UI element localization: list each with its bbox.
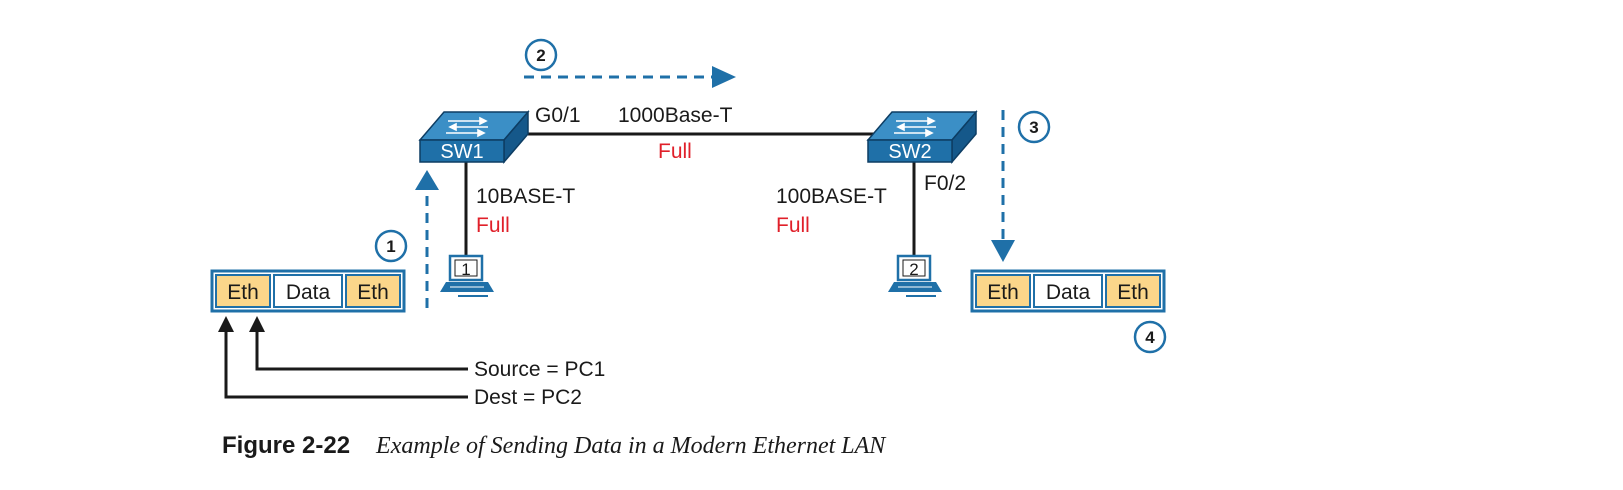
pc1-duplex-label: Full <box>476 214 510 237</box>
trunk-port-label: G0/1 <box>535 104 581 127</box>
eth-trailer-cell <box>345 274 401 308</box>
step3-arrowhead <box>991 240 1015 262</box>
source-label: Source = PC1 <box>474 358 605 381</box>
source-pointer <box>249 316 468 371</box>
pc2-number: 2 <box>909 260 918 279</box>
dest-label: Dest = PC2 <box>474 386 582 409</box>
switch-sw2: SW2 <box>866 109 978 165</box>
step-3-badge: 3 <box>1017 110 1051 144</box>
figure-caption: Figure 2-22 Example of Sending Data in a … <box>222 432 885 460</box>
svg-text:Eth: Eth <box>987 281 1019 304</box>
step-2-badge: 2 <box>524 38 558 72</box>
sw1-label: SW1 <box>440 141 483 163</box>
switch-arrows-icon <box>894 116 936 138</box>
svg-text:Eth: Eth <box>227 281 259 304</box>
step-1-badge: 1 <box>374 229 408 263</box>
pc1-speed-label: 10BASE-T <box>476 185 575 208</box>
step2-arrowhead <box>712 66 736 88</box>
frame-right: Eth Data Eth <box>970 269 1166 313</box>
pc2: 2 <box>888 254 942 297</box>
sw2-label: SW2 <box>888 141 931 163</box>
svg-text:3: 3 <box>1029 118 1038 137</box>
switch-arrows-icon <box>446 116 488 138</box>
eth-header-cell <box>975 274 1031 308</box>
pc1-number: 1 <box>461 260 470 279</box>
eth-trailer-cell <box>1105 274 1161 308</box>
step-4-badge: 4 <box>1133 320 1167 354</box>
trunk-speed-label: 1000Base-T <box>618 104 733 127</box>
svg-text:Eth: Eth <box>357 281 389 304</box>
switch-sw1: SW1 <box>418 109 530 165</box>
figure-title: Example of Sending Data in a Modern Ethe… <box>376 433 886 459</box>
svg-text:Eth: Eth <box>1117 281 1149 304</box>
pc2-duplex-label: Full <box>776 214 810 237</box>
pc1: 1 <box>440 254 494 297</box>
figure-number: Figure 2-22 <box>222 432 351 459</box>
data-cell <box>273 274 343 308</box>
svg-text:Data: Data <box>1046 281 1091 304</box>
step1-arrowhead <box>415 170 439 190</box>
svg-text:1: 1 <box>386 237 395 256</box>
pc2-port-label: F0/2 <box>924 172 966 195</box>
eth-header-cell <box>215 274 271 308</box>
pc2-speed-label: 100BASE-T <box>776 185 887 208</box>
svg-text:2: 2 <box>536 46 545 65</box>
svg-text:Data: Data <box>286 281 331 304</box>
dest-pointer <box>218 316 468 399</box>
frame-left: Eth Data Eth <box>210 269 406 313</box>
data-cell <box>1033 274 1103 308</box>
trunk-duplex-label: Full <box>658 140 692 163</box>
svg-text:4: 4 <box>1145 328 1155 347</box>
